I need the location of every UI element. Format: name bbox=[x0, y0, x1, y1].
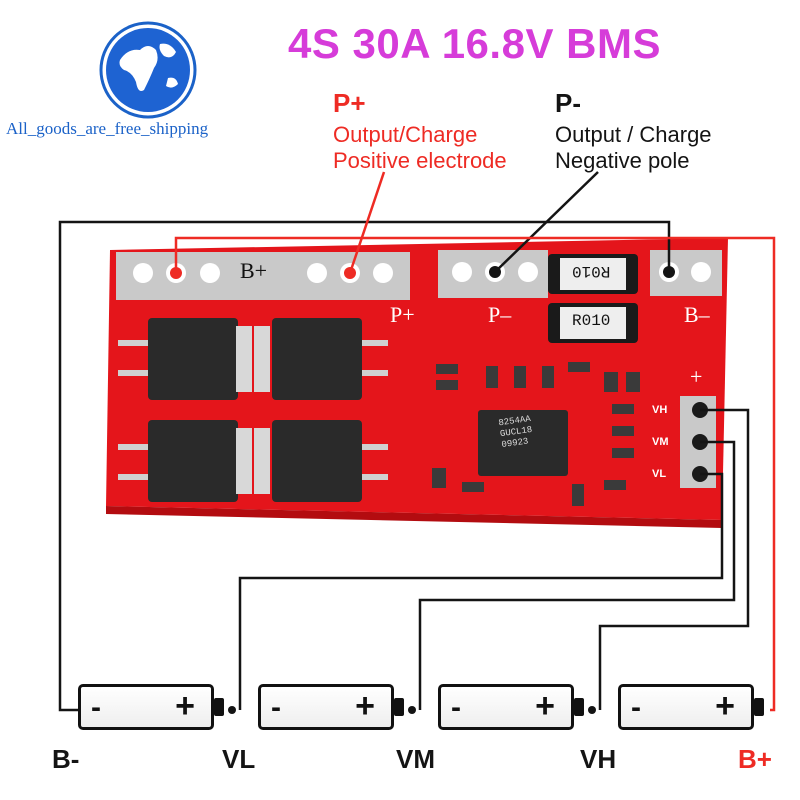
terminal-vh: VH bbox=[580, 744, 617, 774]
p-plus-callout-line1: Output/Charge bbox=[333, 122, 478, 147]
battery-cell-3: -+ bbox=[438, 684, 584, 730]
battery-cell-1: -+ bbox=[78, 684, 224, 730]
pcb-board bbox=[106, 238, 728, 528]
battery-cell-4: -+ bbox=[618, 684, 764, 730]
silk-p-minus: P– bbox=[488, 302, 512, 327]
p-plus-callout-label: P+ bbox=[333, 88, 366, 118]
b-minus-pin-marker bbox=[663, 266, 675, 278]
silk-vl: VL bbox=[652, 468, 667, 480]
terminal-vm: VM bbox=[396, 744, 435, 774]
silk-plus: + bbox=[690, 364, 703, 389]
terminal-b-minus: B- bbox=[52, 744, 80, 774]
p-minus-callout-label: P- bbox=[555, 88, 581, 118]
shunt-resistor-2-mark: R010 bbox=[572, 312, 611, 330]
shop-name: All_goods_are_free_shipping bbox=[6, 119, 209, 138]
silk-b-minus: B– bbox=[684, 302, 710, 327]
p-plus-pin-marker bbox=[344, 267, 356, 279]
silk-vm: VM bbox=[652, 436, 669, 448]
red-wires bbox=[174, 171, 776, 712]
silk-b-plus: B+ bbox=[240, 258, 268, 283]
p-minus-callout-line1: Output / Charge bbox=[555, 122, 712, 147]
globe-icon bbox=[99, 21, 197, 119]
b-plus-pin-marker bbox=[170, 267, 182, 279]
ic-marking: 8254AA GUCL18 09923 bbox=[497, 413, 533, 451]
page-title: 4S 30A 16.8V BMS bbox=[288, 20, 661, 67]
shunt-resistor-1-mark: R010 bbox=[572, 262, 611, 280]
terminal-b-plus: B+ bbox=[738, 744, 772, 774]
p-plus-callout-line2: Positive electrode bbox=[333, 148, 507, 173]
terminal-vl: VL bbox=[222, 744, 256, 774]
p-minus-callout-line2: Negative pole bbox=[555, 148, 690, 173]
silk-p-plus: P+ bbox=[390, 302, 415, 327]
p-minus-pin-marker bbox=[489, 266, 501, 278]
battery-cell-2: -+ bbox=[258, 684, 404, 730]
silk-vh: VH bbox=[652, 404, 668, 416]
